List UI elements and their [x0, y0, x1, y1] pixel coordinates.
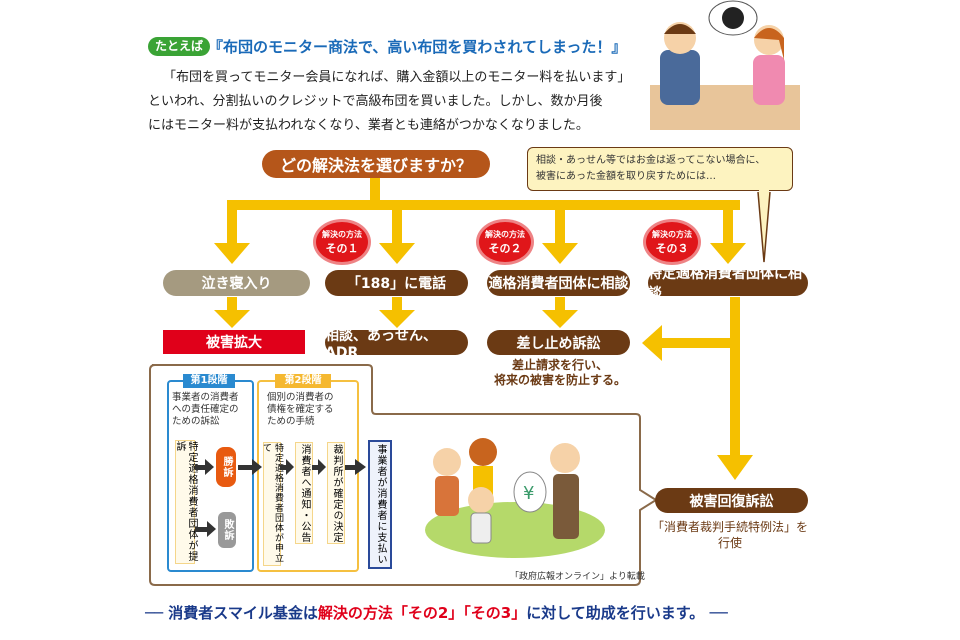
- recovery-note: 「消費者裁判手続特例法」を 行使: [640, 519, 820, 551]
- example-title: 『布団のモニター商法で、高い布団を買わされてしまった！』: [208, 38, 627, 56]
- footer-part-2: 解決の方法「その2」「その3」: [317, 604, 527, 622]
- footer-part-3: に対して助成を行います。: [526, 604, 705, 622]
- question-heading: どの解決法を選びますか？: [262, 150, 490, 178]
- desc-line: 事業者の消費者: [172, 392, 239, 403]
- stage1-win: 勝訴: [216, 447, 236, 487]
- footer-dash-right: ──: [704, 604, 728, 622]
- badge-method-1: 解決の方法 その１: [316, 222, 368, 262]
- note-line: 差止請求を行い、: [511, 358, 608, 372]
- stage-arrows: [195, 459, 366, 537]
- stage2-step-3: 裁判所が確定の決定: [327, 442, 345, 544]
- badge-bottom: その１: [325, 242, 359, 255]
- option-qualified-group: 適格消費者団体に相談: [487, 270, 630, 296]
- example-line-2: といわれ、分割払いのクレジットで高級布団を買いました。しかし、数か月後: [148, 94, 603, 109]
- desc-line: への責任確定の: [172, 404, 239, 415]
- final-payment-step: 事業者が消費者に支払い: [368, 440, 392, 569]
- result-damage-spread: 被害拡大: [163, 330, 305, 354]
- option-call-188: 「188」に電話: [325, 270, 468, 296]
- example-line-3: にはモニター料が支払われなくなり、業者とも連絡がつかなくなりました。: [148, 118, 589, 133]
- stage2-desc: 個別の消費者の 債権を確定する ための手続: [267, 392, 334, 428]
- desc-line: 債権を確定する: [267, 404, 334, 415]
- recovery-lawsuit: 被害回復訴訟: [655, 488, 808, 513]
- salesman-illustration: [650, 0, 800, 130]
- result-consultation: 相談、あっせん、ADR: [325, 328, 468, 361]
- badge-top: 解決の方法: [652, 230, 692, 239]
- yen-icon: ¥: [523, 483, 534, 504]
- desc-line: ための手続: [267, 416, 315, 427]
- stage1-desc: 事業者の消費者 への責任確定の ための訴訟: [172, 392, 239, 428]
- note-line: 行使: [717, 536, 742, 550]
- badge-bottom: その２: [488, 242, 522, 255]
- injunction-note: 差止請求を行い、 将来の被害を防止する。: [480, 358, 640, 388]
- option-give-up: 泣き寝入り: [163, 270, 310, 296]
- stage1-label: 第1段階: [183, 374, 235, 388]
- option-specified-group: 特定適格消費者団体に相談: [648, 266, 808, 302]
- note-line: 将来の被害を防止する。: [493, 373, 626, 387]
- stage2-step-1: 特定適格消費者団体が申立て: [261, 442, 283, 566]
- result-injunction: 差し止め訴訟: [487, 330, 630, 355]
- callout-tail-fill: [759, 189, 769, 193]
- example-tag: たとえば: [148, 37, 210, 56]
- stage2-label: 第2段階: [275, 374, 331, 388]
- image-credit: 「政府広報オンライン」より転載: [510, 572, 645, 582]
- footer-part-1: 消費者スマイル基金は: [168, 604, 318, 622]
- callout-line-1: 相談・あっせん等ではお金は返ってこない場合に、: [536, 155, 766, 166]
- stage1-filer: 特定適格消費者団体が提訴: [174, 440, 197, 564]
- badge-method-2: 解決の方法 その２: [479, 222, 531, 262]
- callout-line-2: 被害にあった金額を取り戻すためには…: [536, 171, 716, 182]
- stage1-lose: 敗訴: [218, 512, 236, 548]
- badge-bottom: その３: [655, 242, 689, 255]
- badge-top: 解決の方法: [485, 230, 525, 239]
- footer-message: ── 消費者スマイル基金は解決の方法「その2」「その3」に対して助成を行います。…: [145, 602, 728, 623]
- badge-top: 解決の方法: [322, 230, 362, 239]
- note-line: 「消費者裁判手続特例法」を: [651, 520, 808, 534]
- stage2-step-2: 消費者へ通知・公告: [295, 442, 313, 544]
- footer-dash-left: ──: [145, 604, 169, 622]
- badge-method-3: 解決の方法 その３: [646, 222, 698, 262]
- desc-line: 個別の消費者の: [267, 392, 334, 403]
- happy-people-illustration: ¥: [425, 438, 605, 558]
- callout-box: 相談・あっせん等ではお金は返ってこない場合に、 被害にあった金額を取り戻すために…: [527, 147, 793, 191]
- desc-line: ための訴訟: [172, 416, 220, 427]
- example-line-1: 「布団を買ってモニター会員になれば、購入金額以上のモニター料を払います」: [163, 70, 631, 85]
